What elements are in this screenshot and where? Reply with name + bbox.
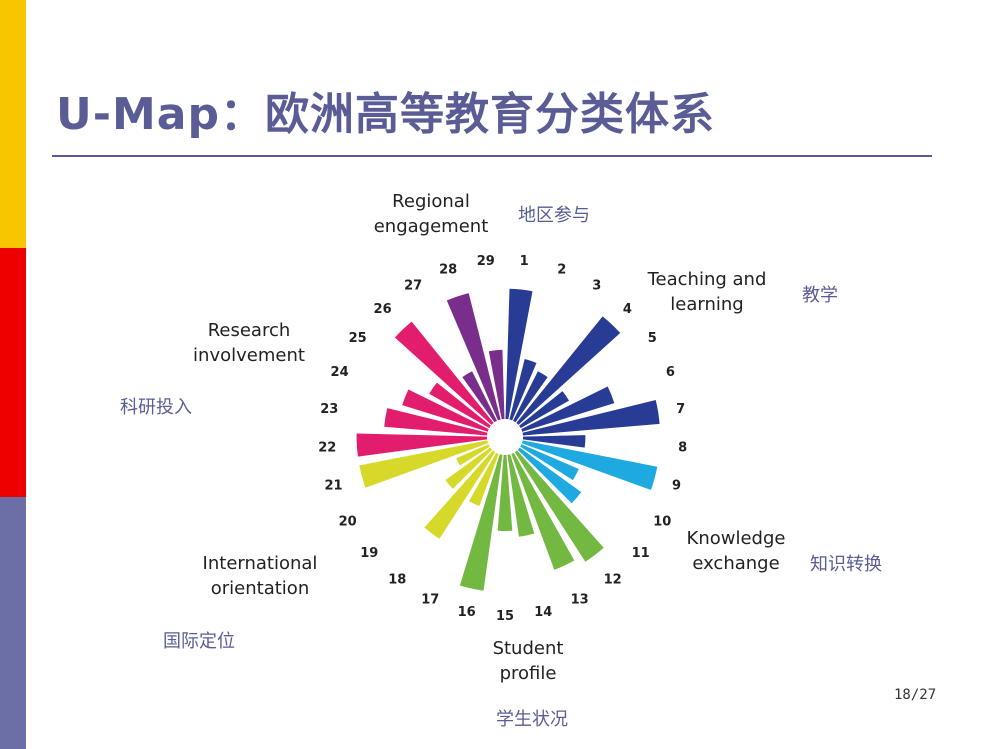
indicator-bar-10 <box>520 444 579 481</box>
indicator-number-4: 4 <box>623 302 632 317</box>
indicator-bar-12 <box>514 450 604 562</box>
indicator-bar-4 <box>516 316 621 425</box>
indicator-bar-26 <box>394 321 494 425</box>
dimension-label-knowledge-cn: 知识转换 <box>810 554 882 575</box>
indicator-bar-24 <box>402 389 489 432</box>
indicator-bar-6 <box>521 386 615 432</box>
indicator-bar-29 <box>488 349 505 420</box>
indicator-number-13: 13 <box>571 593 589 608</box>
chart-center-hub <box>487 419 523 455</box>
dimension-label-research-en: Research involvement <box>193 320 305 366</box>
dimension-label-regional-en: Regional engagement <box>373 191 489 237</box>
indicator-bar-11 <box>517 447 582 504</box>
indicator-number-17: 17 <box>421 593 439 608</box>
sidebar-yellow-segment <box>0 0 26 248</box>
indicator-bar-16 <box>459 454 503 591</box>
indicator-bar-15 <box>497 454 513 531</box>
indicator-bar-22 <box>356 433 488 457</box>
indicator-bar-14 <box>507 454 535 537</box>
indicator-bar-3 <box>513 371 548 423</box>
indicator-number-12: 12 <box>604 573 622 588</box>
indicator-bar-13 <box>511 452 575 570</box>
indicator-bar-18 <box>424 450 496 539</box>
indicator-number-2: 2 <box>557 262 566 277</box>
indicator-number-3: 3 <box>592 279 601 294</box>
indicator-number-26: 26 <box>374 302 392 317</box>
sidebar-red-segment <box>0 248 26 497</box>
indicator-number-24: 24 <box>331 365 349 380</box>
indicator-bar-27 <box>462 371 497 423</box>
dimension-label-teaching-en: Teaching and learning <box>647 269 767 315</box>
indicator-number-23: 23 <box>320 402 338 417</box>
indicator-bar-25 <box>429 382 491 429</box>
indicator-number-15: 15 <box>496 609 514 624</box>
dimension-label-student-en: Student profile <box>492 638 564 684</box>
indicator-bar-7 <box>522 400 660 436</box>
indicator-bar-17 <box>469 452 499 506</box>
indicator-number-18: 18 <box>388 573 406 588</box>
indicator-number-19: 19 <box>360 546 378 561</box>
dimension-label-international-cn: 国际定位 <box>163 631 235 652</box>
indicator-number-22: 22 <box>318 441 336 456</box>
indicator-number-25: 25 <box>349 331 367 346</box>
indicator-bar-28 <box>446 293 501 421</box>
indicator-bar-5 <box>519 391 569 429</box>
indicator-number-6: 6 <box>666 365 675 380</box>
indicator-number-21: 21 <box>324 479 342 494</box>
indicator-number-7: 7 <box>676 402 685 417</box>
indicator-number-1: 1 <box>520 254 529 269</box>
indicator-bar-9 <box>521 440 658 490</box>
indicator-number-28: 28 <box>439 262 457 277</box>
indicator-number-11: 11 <box>632 546 650 561</box>
title-divider <box>52 155 932 157</box>
dimension-label-regional-cn: 地区参与 <box>518 205 590 226</box>
indicator-number-5: 5 <box>648 331 657 346</box>
indicator-bar-20 <box>456 444 490 466</box>
indicator-bar-1 <box>505 288 533 420</box>
dimension-label-international-en: International orientation <box>202 553 318 599</box>
slide-title: U-Map：欧洲高等教育分类体系 <box>56 89 715 140</box>
indicator-number-8: 8 <box>678 441 687 456</box>
indicator-number-9: 9 <box>672 479 681 494</box>
indicator-number-14: 14 <box>534 605 552 620</box>
indicator-number-16: 16 <box>458 605 476 620</box>
indicator-number-29: 29 <box>477 254 495 269</box>
indicator-bar-8 <box>522 435 586 448</box>
sidebar-blue-segment <box>0 497 26 749</box>
indicator-bar-23 <box>384 408 488 436</box>
indicator-bar-2 <box>509 359 537 421</box>
dimension-label-teaching-cn: 教学 <box>802 285 838 306</box>
indicator-number-20: 20 <box>339 514 357 529</box>
indicator-number-27: 27 <box>404 279 422 294</box>
page-number: 18/27 <box>894 687 937 703</box>
indicator-bar-19 <box>445 447 493 489</box>
indicator-number-10: 10 <box>653 514 671 529</box>
dimension-label-research-cn: 科研投入 <box>120 397 192 418</box>
dimension-label-student-cn: 学生状况 <box>496 709 568 730</box>
dimension-label-knowledge-en: Knowledge exchange <box>686 528 786 574</box>
indicator-bar-21 <box>359 440 489 488</box>
